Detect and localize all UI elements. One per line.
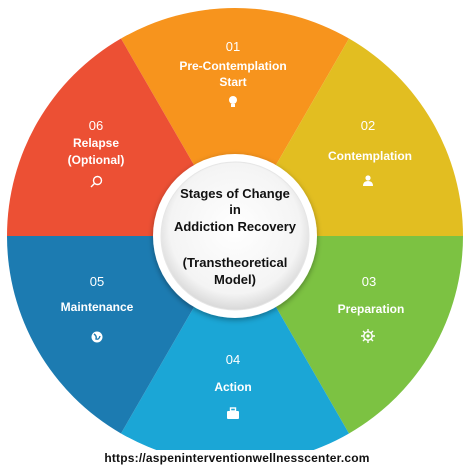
stage-label-line2: (Optional) <box>68 153 125 167</box>
center-title-line3: Addiction Recovery <box>174 219 297 234</box>
stages-wheel: 01 Pre-Contemplation Start 02 Contemplat… <box>7 8 463 450</box>
stage-05: 05 Maintenance <box>61 274 134 343</box>
stage-number: 04 <box>226 352 240 367</box>
stage-03: 03 Preparation <box>338 274 405 343</box>
person-icon <box>363 175 373 186</box>
stage-number: 03 <box>362 274 376 289</box>
stage-number: 02 <box>361 118 375 133</box>
lightbulb-icon <box>229 96 237 107</box>
stage-label: Pre-Contemplation <box>179 59 286 73</box>
center-hub: Stages of Change in Addiction Recovery (… <box>153 154 317 318</box>
globe-icon <box>91 331 103 343</box>
stage-label: Relapse <box>73 136 119 150</box>
center-title-line2: in <box>229 202 241 217</box>
footer-url[interactable]: https://aspeninterventionwellnesscenter.… <box>104 451 370 465</box>
magnifier-icon <box>90 175 103 188</box>
center-disc <box>160 161 310 311</box>
stage-number: 06 <box>89 118 103 133</box>
center-subtitle-line2: Model) <box>214 272 256 287</box>
center-title-line1: Stages of Change <box>180 186 290 201</box>
stage-label-line2: Start <box>219 75 246 89</box>
stage-01: 01 Pre-Contemplation Start <box>179 39 287 107</box>
stage-number: 01 <box>226 39 240 54</box>
stage-04: 04 Action <box>214 352 252 419</box>
gear-icon <box>361 329 375 343</box>
stage-label: Action <box>214 380 251 394</box>
center-subtitle-line1: (Transtheoretical <box>183 255 288 270</box>
stage-label: Preparation <box>338 302 405 316</box>
stage-label: Maintenance <box>61 300 134 314</box>
briefcase-icon <box>227 407 239 419</box>
stage-label: Contemplation <box>328 149 412 163</box>
stage-02: 02 Contemplation <box>328 118 412 186</box>
segment-action <box>121 236 349 450</box>
stage-06: 06 Relapse (Optional) <box>68 118 125 188</box>
segment-pre-contemplation <box>121 8 349 237</box>
stage-number: 05 <box>90 274 104 289</box>
